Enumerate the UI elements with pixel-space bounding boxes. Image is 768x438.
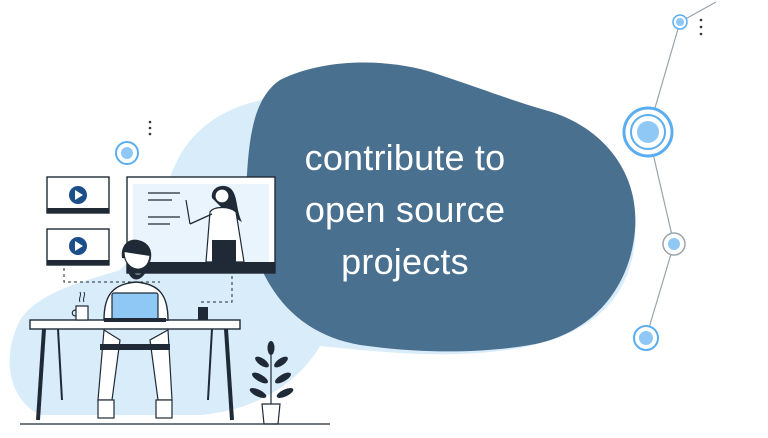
presentation-screen: [126, 176, 276, 274]
headline-line-3: projects: [341, 241, 469, 282]
video-thumbnail: [46, 228, 110, 266]
connector-lines: [63, 268, 233, 303]
network-node-icon: [633, 325, 659, 351]
desk: [29, 319, 241, 421]
network-node-icon: [115, 141, 139, 165]
laptop-icon: [104, 292, 166, 322]
network-node-icon: [662, 232, 686, 256]
video-thumbnail: [46, 176, 110, 214]
plant-icon: [249, 341, 294, 425]
network-node-icon: [622, 106, 674, 158]
headline: contribute to open source projects: [250, 132, 560, 288]
small-speaker: [198, 307, 208, 320]
headline-line-1: contribute to: [304, 137, 506, 178]
more-dots-icon: [699, 18, 703, 36]
more-dots-icon: [148, 120, 152, 136]
presenter-icon: [185, 185, 245, 263]
network-node-icon: [672, 14, 688, 30]
dark-blue-blob: [245, 62, 636, 352]
network-chain: [645, 1, 717, 339]
headline-line-2: open source: [304, 189, 506, 230]
coffee-mug-icon: [71, 291, 89, 321]
